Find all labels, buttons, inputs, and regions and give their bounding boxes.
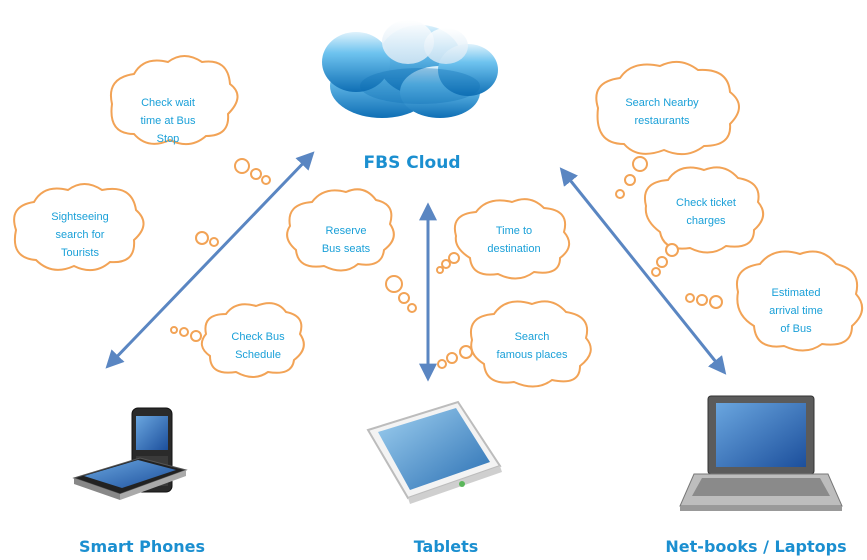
arrow-to-laptops — [559, 167, 727, 375]
bubble-line: Stop — [157, 133, 180, 145]
bubble-line: arrival time — [769, 305, 823, 317]
bubble-time-destination: Time to destination — [436, 198, 571, 280]
bubble-restaurants: Search Nearby restaurants — [595, 60, 740, 199]
hub-title: FBS Cloud — [364, 153, 461, 173]
laptop-icon — [679, 395, 843, 511]
bubble-line: Search Nearby — [625, 97, 699, 109]
bubble-line: Check Bus — [231, 331, 285, 343]
bubble-line: restaurants — [634, 115, 690, 127]
bubble-line: Reserve — [326, 225, 367, 237]
bubble-line: destination — [487, 243, 540, 255]
bubble-line: famous places — [497, 349, 568, 361]
bubble-line: Sightseeing — [51, 211, 109, 223]
bubble-line: Bus seats — [322, 243, 371, 255]
tablet-icon — [366, 400, 502, 504]
bubble-line: charges — [686, 215, 726, 227]
bubble-line: time at Bus — [140, 115, 196, 127]
smartphone-icon — [72, 407, 188, 500]
tablets-label: Tablets — [414, 537, 479, 556]
laptops-label: Net-books / Laptops — [665, 537, 846, 556]
bubble-famous-places: Search famous places — [437, 300, 592, 388]
bubble-line: Time to — [496, 225, 532, 237]
bubble-line: search for — [56, 229, 105, 241]
bubble-line: Schedule — [235, 349, 281, 361]
phones-label: Smart Phones — [79, 537, 205, 556]
arrow-to-phones — [105, 151, 315, 369]
bubble-line: Estimated — [772, 287, 821, 299]
bubble-line: Check ticket — [676, 197, 736, 209]
cloud-icon — [322, 20, 498, 118]
bubble-arrival-time: Estimated arrival time of Bus — [685, 250, 863, 352]
bubble-line: Search — [515, 331, 550, 343]
bubble-line: Check wait — [141, 97, 195, 109]
bubble-line: of Bus — [780, 323, 812, 335]
bubble-ticket-charges: Check ticket charges — [644, 166, 765, 277]
bubble-line: Tourists — [61, 247, 99, 259]
